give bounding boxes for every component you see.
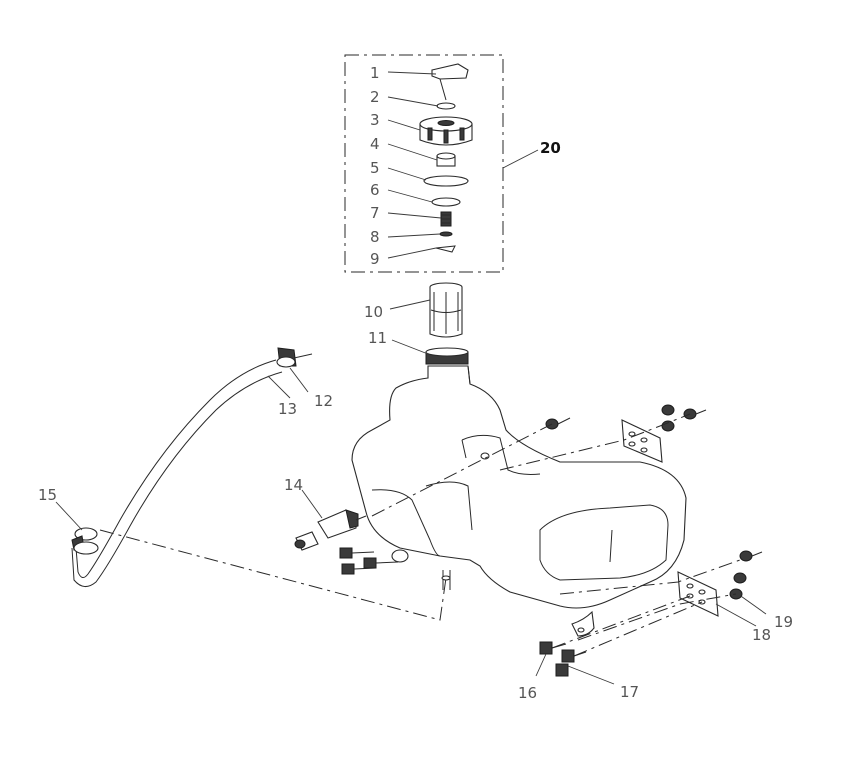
callout-8: 8 [370, 228, 380, 246]
callout-4: 4 [370, 135, 380, 153]
part-11-filler-ring [425, 347, 469, 365]
part-17-bolts [555, 649, 587, 677]
part-3-fuel-cap [419, 116, 473, 146]
fuel-tank [351, 365, 687, 637]
callout-14: 14 [284, 476, 303, 494]
callout-13: 13 [278, 400, 297, 418]
callout-19: 19 [774, 613, 793, 631]
callout-18: 18 [752, 626, 771, 644]
callout-15: 15 [38, 486, 57, 504]
callout-7: 7 [370, 204, 380, 222]
part-2-washer [436, 102, 456, 110]
callout-20: 20 [540, 139, 561, 157]
callout-2: 2 [370, 88, 380, 106]
part-5-gasket [423, 175, 469, 187]
callout-17: 17 [620, 683, 639, 701]
part-10-strainer [429, 282, 463, 338]
bracket-upper [621, 419, 663, 463]
assembly-lines [99, 413, 741, 657]
leader-lines [55, 71, 767, 685]
callout-16: 16 [518, 684, 537, 702]
callout-5: 5 [370, 159, 380, 177]
part-8-ring [439, 231, 453, 237]
callout-10: 10 [364, 303, 383, 321]
part-1-cap-knob [431, 63, 469, 101]
cap-assembly-box [344, 54, 504, 273]
callouts: 1 2 3 4 5 6 7 8 9 10 11 12 13 14 15 16 1… [38, 64, 793, 702]
part-13-breather-hose [71, 359, 283, 587]
part-12-clamp-upper [276, 347, 313, 368]
callout-3: 3 [370, 111, 380, 129]
part-14-fuel-valve [294, 509, 367, 551]
part-9-clip [435, 245, 456, 253]
callout-6: 6 [370, 181, 380, 199]
nuts-upper-right [545, 404, 707, 432]
part-6-washer [431, 197, 461, 207]
callout-11: 11 [368, 329, 387, 347]
callout-12: 12 [314, 392, 333, 410]
mount-bolts-left [339, 547, 399, 575]
part-7-spring [440, 211, 452, 227]
callout-1: 1 [370, 64, 380, 82]
callout-9: 9 [370, 250, 380, 268]
part-4-bushing [436, 152, 456, 167]
part-15-clamp-lower [71, 527, 99, 555]
part-19-nuts [729, 550, 763, 600]
